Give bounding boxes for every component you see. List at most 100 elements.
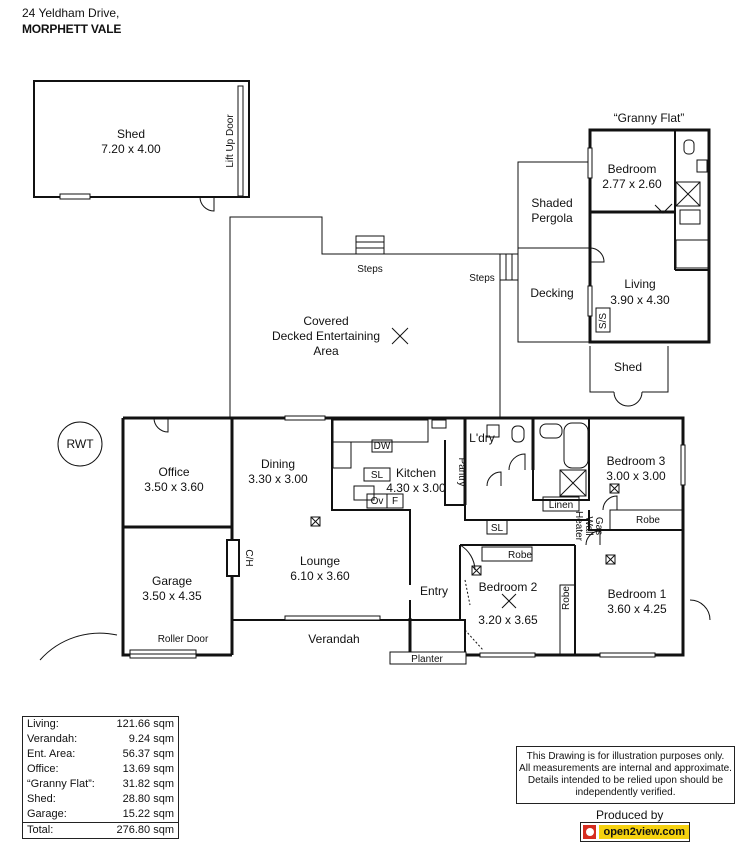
area-row: Garage: 15.22 sqm (23, 807, 178, 822)
fan-bedroom2-icon (501, 593, 517, 609)
f-label: F (392, 496, 398, 507)
bedroom3-name: Bedroom 3 (607, 454, 666, 468)
disclaimer-line1: This Drawing is for illustration purpose… (526, 751, 725, 762)
decking-label: Decking (530, 286, 573, 300)
area-value: 31.82 sqm (122, 778, 174, 790)
linen-label: Linen (549, 500, 573, 511)
kitchen-size: 4.30 x 3.00 (386, 481, 446, 495)
office-name: Office (158, 465, 189, 479)
light-b1-icon (605, 554, 616, 565)
shed-main-size: 7.20 x 4.00 (101, 142, 161, 156)
linen-box (542, 496, 580, 512)
total-value: 276.80 sqm (116, 824, 174, 836)
ch-unit (226, 539, 240, 577)
area-row: Shed: 28.80 sqm (23, 792, 178, 807)
bathtub (563, 422, 589, 469)
steps-1 (355, 235, 385, 255)
pantry-label: Pantry (456, 458, 467, 487)
toilet (511, 425, 525, 443)
dining-size: 3.30 x 3.00 (248, 472, 308, 486)
brand-logo-icon (583, 825, 597, 839)
shed-small-label: Shed (614, 360, 642, 374)
verandah-label: Verandah (308, 632, 359, 646)
area-label: Garage: (27, 808, 67, 820)
shed-main-name: Shed (117, 127, 145, 141)
toilet-flat (683, 139, 695, 155)
shower (559, 469, 587, 497)
heater-label: Heater (573, 511, 584, 542)
ss-label: S/S (598, 313, 609, 329)
ov-label: Ov (371, 496, 384, 507)
basin-flat (696, 159, 708, 173)
area-total-row: Total: 276.80 sqm (23, 822, 178, 838)
produced-by: Produced by (596, 808, 664, 822)
roller-door-label: Roller Door (158, 634, 209, 645)
dw-label: DW (374, 441, 391, 452)
total-label: Total: (27, 824, 54, 836)
bedroom-flat-size: 2.77 x 2.60 (602, 177, 662, 191)
address-line-1: 24 Yeldham Drive, (22, 6, 120, 20)
disclaimer-box: This Drawing is for illustration purpose… (516, 746, 735, 804)
f-box (386, 493, 404, 509)
lounge-size: 6.10 x 3.60 (290, 569, 350, 583)
address-line-2: MORPHETT VALE (22, 22, 122, 36)
bedroom1-size: 3.60 x 4.25 (607, 602, 667, 616)
area-label: Ent. Area: (27, 748, 76, 760)
shed-main-outline (33, 80, 250, 198)
covered-line3: Area (313, 344, 339, 358)
robe-b2 (481, 546, 533, 562)
basin (539, 423, 563, 439)
steps-2 (499, 253, 519, 281)
flat-door-swing (589, 247, 605, 263)
pergola-line1: Shaded (531, 196, 572, 210)
covered-line2: Decked Entertaining (272, 329, 380, 343)
bedroom2-name: Bedroom 2 (479, 580, 538, 594)
light-b3-icon (609, 483, 620, 494)
area-label: Shed: (27, 793, 56, 805)
sl-hall-label: SL (491, 523, 504, 534)
granny-flat-title: “Granny Flat” (614, 111, 685, 125)
sl-hall-box (486, 519, 508, 535)
disclaimer-line4: independently verified. (575, 787, 676, 798)
planter-box (389, 651, 467, 665)
area-row: Ent. Area: 56.37 sqm (23, 747, 178, 762)
area-label: Living: (27, 718, 59, 730)
living-flat-name: Living (624, 277, 655, 291)
bedroom-flat-name: Bedroom (608, 162, 657, 176)
ldry-label: L'dry (469, 431, 495, 445)
lift-up-door (237, 85, 244, 197)
disclaimer-line2: All measurements are internal and approx… (519, 763, 732, 774)
stove-flat (679, 209, 701, 225)
robe-b3 (609, 509, 684, 531)
entry-label: Entry (420, 584, 448, 598)
rwt-tank (57, 421, 103, 467)
area-value: 28.80 sqm (122, 793, 174, 805)
area-row: Living:121.66 sqm (23, 717, 178, 732)
covered-deck-outline (229, 216, 501, 418)
robe-b3-label: Robe (636, 515, 660, 526)
kitchen-name: Kitchen (396, 466, 436, 480)
robe-b1 (559, 584, 576, 656)
area-value: 56.37 sqm (122, 748, 174, 760)
area-label: “Granny Flat”: (27, 778, 95, 790)
brand-logo: open2view.com (580, 822, 690, 842)
kitchen-walls (331, 418, 411, 550)
shed-window (59, 193, 91, 200)
bedroom2-size: 3.20 x 3.65 (478, 613, 538, 627)
area-table: Living:121.66 sqm Verandah: 9.24 sqm Ent.… (22, 716, 179, 839)
area-value: 15.22 sqm (122, 808, 174, 820)
robe-b1-label: Robe (561, 586, 572, 610)
fan-covered-icon (391, 327, 409, 345)
area-label: Verandah: (27, 733, 78, 745)
garage-size: 3.50 x 4.35 (142, 589, 202, 603)
dining-name: Dining (261, 457, 295, 471)
steps-2-label: Steps (469, 273, 495, 284)
ch-label: C/H (243, 549, 254, 566)
office-size: 3.50 x 3.60 (144, 480, 204, 494)
area-value: 9.24 sqm (128, 733, 174, 745)
planter-label: Planter (411, 654, 443, 665)
bedroom3-size: 3.00 x 3.00 (606, 469, 666, 483)
shed-door-swing (199, 196, 215, 212)
covered-line1: Covered (303, 314, 348, 328)
